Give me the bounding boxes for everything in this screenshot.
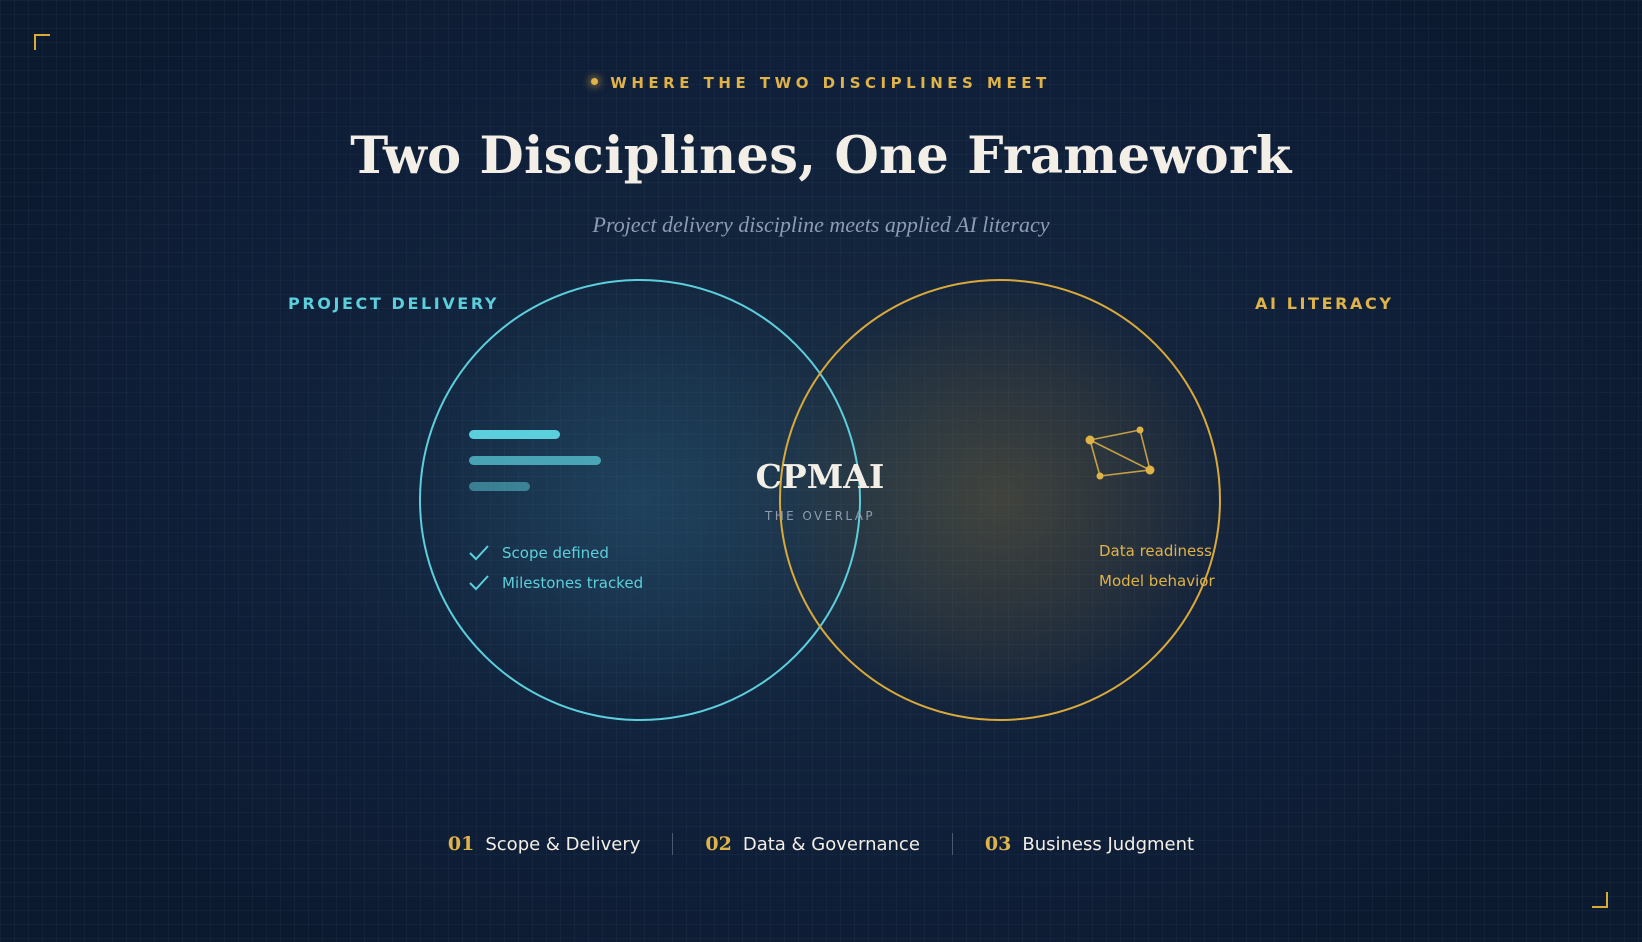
checkmark-icon bbox=[469, 545, 489, 561]
pillar-business-judgment: 03 Business Judgment bbox=[953, 833, 1226, 855]
corner-bracket-top-left bbox=[34, 34, 50, 50]
right-circle-glow bbox=[782, 282, 1218, 718]
pillar-label: Business Judgment bbox=[1022, 834, 1195, 855]
eyebrow-text: WHERE THE TWO DISCIPLINES MEET bbox=[610, 74, 1051, 92]
right-circle bbox=[779, 279, 1221, 721]
pillar-number: 01 bbox=[447, 833, 475, 855]
page-title: Two Disciplines, One Framework bbox=[350, 126, 1292, 186]
pillar-label: Scope & Delivery bbox=[485, 834, 641, 855]
left-circle-label: PROJECT DELIVERY bbox=[288, 294, 500, 313]
checkmark-icon bbox=[469, 575, 489, 591]
pillar-label: Data & Governance bbox=[742, 834, 920, 855]
ai-list-item: Data readiness bbox=[1099, 542, 1212, 560]
ai-list-item: Model behavior bbox=[1099, 572, 1215, 590]
bar-lines-icon bbox=[469, 430, 601, 491]
pillars-footer: 01 Scope & Delivery 02 Data & Governance… bbox=[0, 833, 1642, 855]
eyebrow: WHERE THE TWO DISCIPLINES MEET bbox=[0, 74, 1642, 92]
left-circle bbox=[419, 279, 861, 721]
ai-literacy-list: Data readiness Model behavior bbox=[1099, 538, 1215, 598]
left-circle-glow bbox=[422, 282, 858, 718]
checklist-item-label: Scope defined bbox=[502, 544, 609, 562]
checklist-item: Scope defined bbox=[468, 538, 643, 568]
overlap-subtitle: THE OVERLAP bbox=[765, 509, 875, 523]
delivery-checklist: Scope defined Milestones tracked bbox=[468, 538, 643, 598]
glow-dot-icon bbox=[591, 78, 599, 85]
network-graph-icon bbox=[1085, 426, 1155, 480]
checklist-item-label: Milestones tracked bbox=[502, 574, 644, 592]
pillar-divider bbox=[951, 833, 953, 855]
page-subtitle: Project delivery discipline meets applie… bbox=[592, 212, 1050, 237]
right-circle-label: AI LITERACY bbox=[1255, 294, 1394, 313]
pillar-data-governance: 02 Data & Governance bbox=[673, 833, 952, 855]
corner-bracket-bottom-right bbox=[1592, 892, 1608, 908]
pillar-number: 03 bbox=[984, 833, 1012, 855]
pillar-scope-delivery: 01 Scope & Delivery bbox=[416, 833, 672, 855]
overlap-title: CPMAI bbox=[755, 457, 885, 496]
pillar-divider bbox=[672, 833, 674, 855]
pillar-number: 02 bbox=[705, 833, 732, 855]
checklist-item: Milestones tracked bbox=[468, 568, 643, 598]
